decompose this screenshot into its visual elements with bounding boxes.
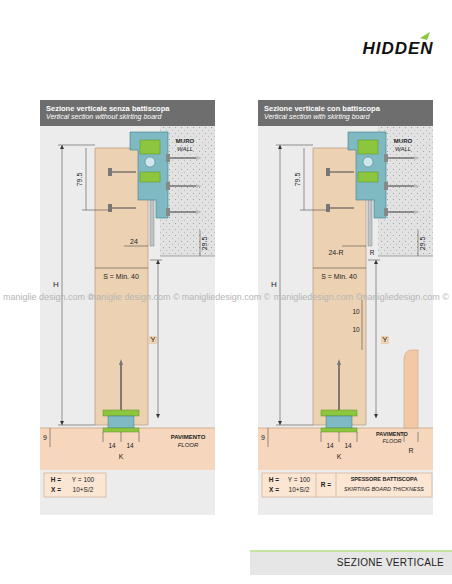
section-header: Sezione verticale con battiscopaVertical… — [258, 100, 433, 126]
header-text: SEZIONE VERTICALE — [258, 557, 444, 570]
watermark: manigliedesign.com © — [360, 293, 449, 302]
dimension: 10 — [352, 309, 359, 316]
wall-label: WALL — [395, 146, 411, 152]
table-cell: X = — [51, 487, 61, 494]
dimension: 14 — [126, 443, 133, 450]
skirting-board — [404, 350, 418, 428]
table-cell: SKIRTING BOARD THICKNESS — [344, 487, 424, 493]
dimension: R — [370, 250, 375, 257]
dimension: K — [119, 453, 124, 460]
table-cell: SPESSORE BATTISCOPA — [351, 477, 418, 483]
wall-label: MURO — [176, 138, 194, 144]
table-cell: Y = 100 — [72, 477, 94, 484]
table-cell: 10+S/2 — [73, 487, 94, 494]
dimension: 10 — [351, 327, 360, 334]
dimension: 24-R — [327, 249, 344, 256]
floor-label: PAVIMENTO — [171, 434, 206, 440]
watermark: manigliedesign.com © — [274, 293, 363, 302]
dimension: 9 — [261, 434, 265, 441]
dimension: 14 — [326, 443, 333, 450]
table-cell: H = — [269, 477, 279, 484]
wall-label: MURO — [394, 138, 412, 144]
formula-table — [44, 473, 106, 497]
dimension: 79.5 — [77, 172, 84, 186]
dimension: H — [271, 281, 277, 289]
dimension: R — [408, 447, 413, 454]
table-cell: X = — [269, 487, 279, 494]
table-cell: Y = 100 — [288, 477, 310, 484]
header-subtext: Vertical section without skirting board — [46, 113, 209, 122]
wall-label: WALL — [177, 146, 193, 152]
dimension: S = Min. 40 — [320, 273, 358, 280]
caption-band: SEZIONE VERTICALE — [250, 552, 452, 575]
dimension: S = Min. 40 — [102, 273, 140, 280]
floor-label: FLOOR — [383, 439, 402, 445]
dimension: 9 — [43, 434, 47, 441]
watermark: maniglie design.com © — [3, 293, 94, 302]
dimension: 14 — [344, 443, 351, 450]
table-cell: H = — [51, 477, 61, 484]
dimension: Y — [381, 336, 388, 344]
dimension: 29.5 — [202, 236, 209, 250]
logo: HIDDEN — [362, 40, 433, 57]
table-cell: 10+S/2 — [289, 487, 310, 494]
dimension: 79.5 — [295, 172, 302, 186]
left-section — [40, 100, 215, 515]
dimension: K — [337, 453, 342, 460]
watermark: maniglie design.com © — [88, 293, 179, 302]
header-text: Sezione verticale con battiscopa — [264, 104, 427, 113]
floor-label: FLOOR — [178, 442, 199, 448]
watermark: manigliedesign.com © — [182, 293, 271, 302]
formula-table — [262, 473, 432, 497]
dimension: H — [53, 281, 59, 289]
dimension: 24 — [130, 238, 138, 245]
table-cell: R = — [321, 482, 331, 489]
section-header: Sezione verticale senza battiscopaVertic… — [40, 100, 215, 126]
header-text: Sezione verticale senza battiscopa — [46, 104, 209, 113]
dimension: 14 — [108, 443, 115, 450]
dimension: 29.5 — [420, 236, 427, 250]
right-section — [258, 100, 433, 515]
floor-label: PAVIMENTO — [376, 432, 408, 438]
dimension: Y — [149, 336, 156, 344]
header-subtext: Vertical section with skirting board — [264, 113, 427, 122]
